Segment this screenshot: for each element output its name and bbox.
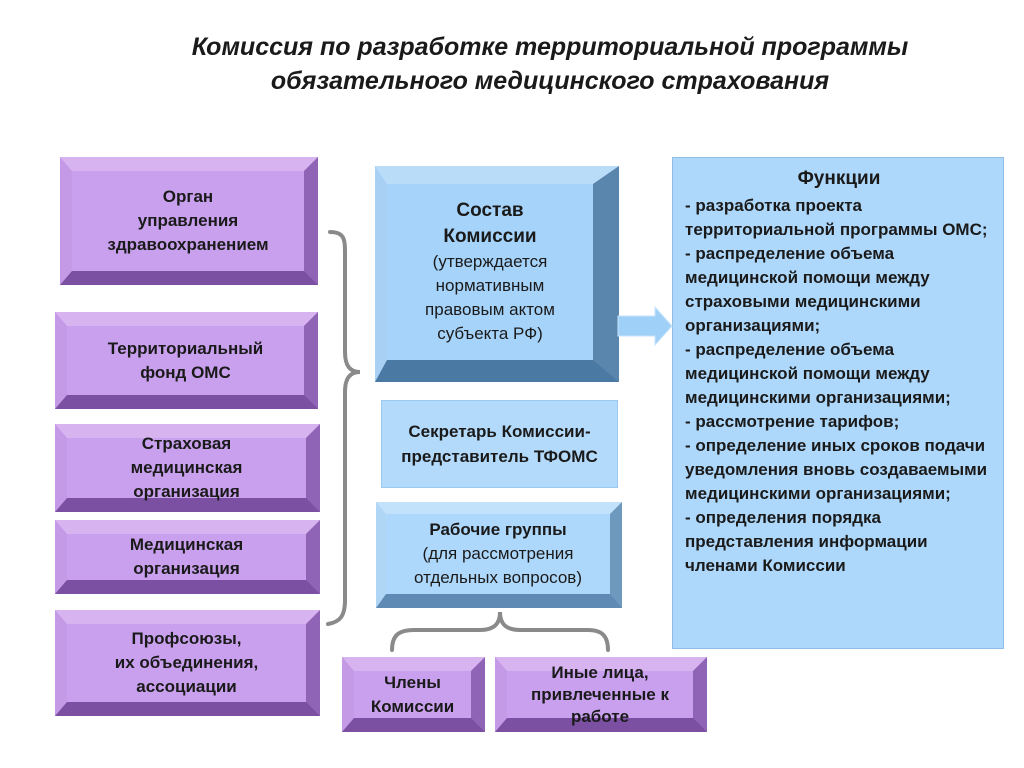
- function-item: - распределение объема медицинской помощ…: [685, 244, 930, 335]
- box-territorial-fund: Территориальный фонд ОМС: [55, 312, 318, 409]
- function-item: - определение иных сроков подачи уведомл…: [685, 436, 988, 503]
- box-medical-org: Медицинская организация: [55, 520, 320, 594]
- box-commission-members: Члены Комиссии: [342, 657, 485, 732]
- box-commission-composition: Состав Комиссии (утверждается нормативны…: [375, 166, 619, 382]
- box-other-persons: Иные лица, привлеченные к работе: [495, 657, 707, 732]
- left-curly-brace: [326, 230, 361, 626]
- function-item: - определения порядка представления инфо…: [685, 508, 928, 575]
- title-line-1: Комиссия по разработке территориальной п…: [191, 33, 909, 61]
- diagram-title: Комиссия по разработке территориальной п…: [100, 30, 1000, 98]
- title-line-2: обязательного медицинского страхования: [270, 67, 830, 95]
- function-item: - распределение объема медицинской помощ…: [685, 340, 951, 407]
- right-arrow-icon: [617, 305, 673, 347]
- function-item: - рассмотрение тарифов;: [685, 412, 900, 431]
- function-item: - разработка проекта территориальной про…: [685, 196, 988, 239]
- functions-heading: Функции: [797, 168, 881, 189]
- bottom-curly-brace: [390, 611, 610, 652]
- composition-title-1: Состав: [456, 200, 524, 221]
- box-insurance-org: Страховая медицинская организация: [55, 424, 320, 512]
- functions-panel: Функции - разработка проекта территориал…: [672, 157, 1004, 649]
- box-health-authority: Орган управления здравоохранением: [60, 157, 318, 285]
- box-working-groups: Рабочие группы (для рассмотрения отдельн…: [376, 502, 622, 608]
- working-groups-title: Рабочие группы: [429, 520, 567, 539]
- box-secretary: Секретарь Комиссии- представитель ТФОМС: [381, 400, 618, 488]
- composition-title-2: Комиссии: [443, 226, 537, 247]
- box-trade-unions: Профсоюзы, их объединения, ассоциации: [55, 610, 320, 716]
